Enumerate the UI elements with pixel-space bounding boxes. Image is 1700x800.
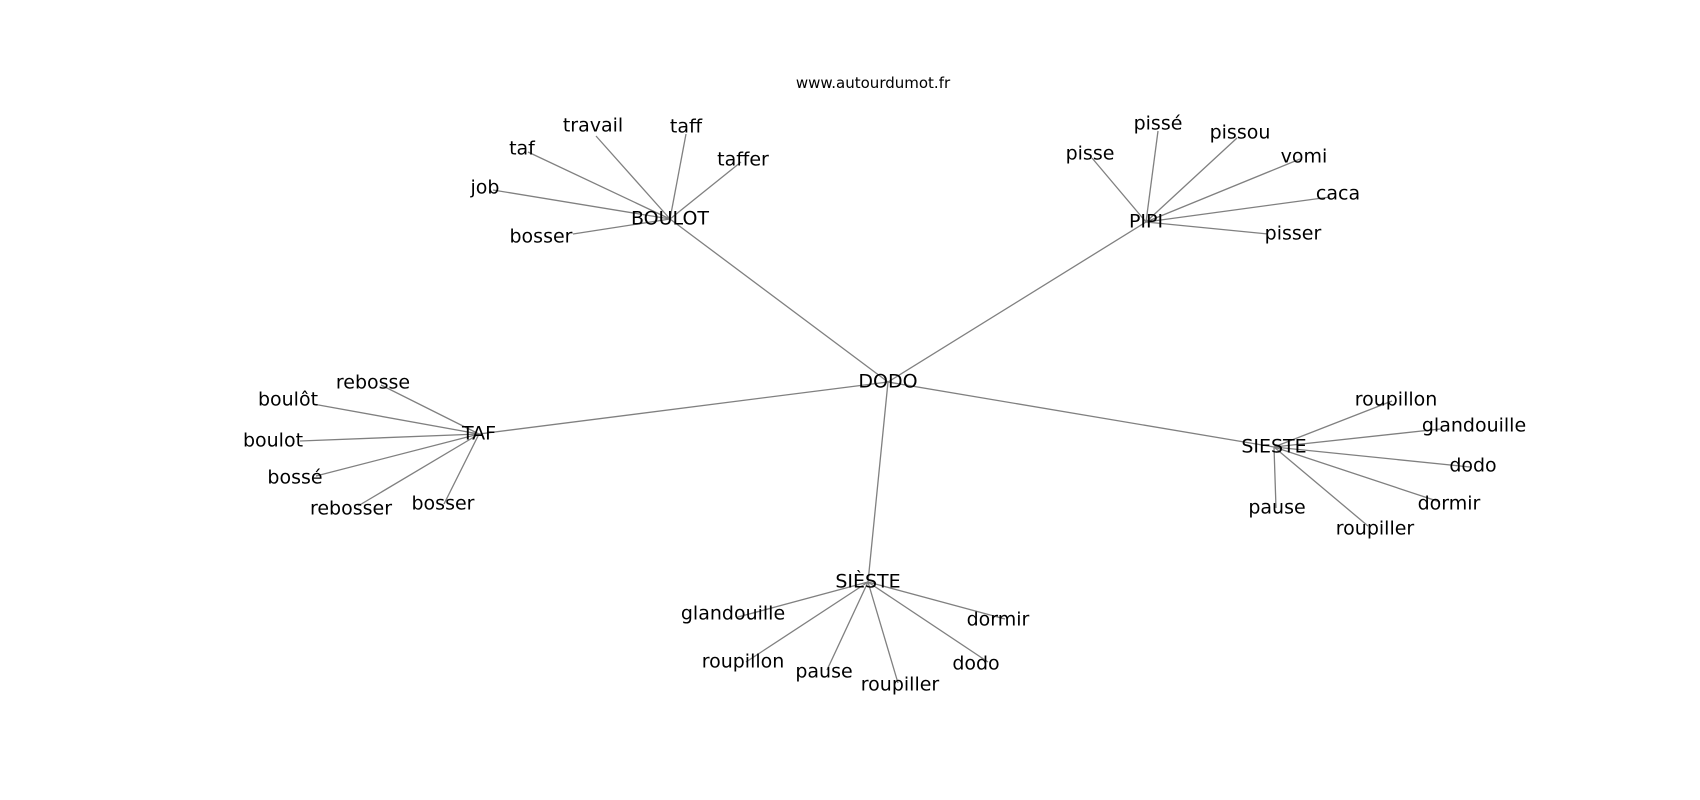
leaf-node-label: glandouille: [681, 603, 785, 625]
root-edge: [887, 221, 1147, 383]
leaf-node-label: job: [470, 177, 500, 199]
leaf-edge: [1091, 157, 1147, 223]
leaf-node-label: roupillon: [1355, 389, 1438, 411]
leaf-node-label: bossé: [267, 467, 322, 489]
leaf-node-label: rebosser: [310, 498, 392, 520]
leaf-edge: [1273, 428, 1441, 448]
leaf-node-label: roupiller: [861, 674, 940, 696]
leaf-node-label: pissé: [1134, 113, 1183, 135]
leaf-node-label: roupiller: [1336, 518, 1415, 540]
leaf-edge: [1273, 400, 1393, 448]
leaf-node-label: boulot: [243, 430, 303, 452]
leaf-node-label: glandouille: [1422, 415, 1526, 437]
leaf-node-label: pissou: [1210, 122, 1271, 144]
leaf-edge: [745, 581, 869, 663]
leaf-node-label: pisser: [1265, 223, 1322, 245]
root-edge: [669, 218, 889, 383]
leaf-edge: [595, 135, 671, 220]
graph-labels: www.autourdumot.fr DODO BOULOT travail taff…: [243, 74, 1526, 696]
leaf-node-label: travail: [563, 115, 623, 137]
leaf-node-label: pisse: [1066, 143, 1115, 165]
hub-node-label: PIPI: [1129, 211, 1163, 233]
hub-node-label: TAF: [461, 423, 496, 445]
leaf-node-label: vomi: [1281, 146, 1328, 168]
leaf-edge: [492, 189, 671, 220]
hub-node-label: BOULOT: [631, 208, 709, 230]
leaf-node-label: taff: [670, 116, 703, 138]
leaf-node-label: taffer: [717, 149, 769, 171]
leaf-edge: [737, 581, 869, 618]
leaf-node-label: taf: [509, 138, 536, 160]
leaf-edge: [527, 151, 671, 220]
root-edge: [887, 381, 1275, 448]
leaf-node-label: dormir: [967, 609, 1030, 631]
leaf-node-label: dormir: [1418, 493, 1481, 515]
root-edge: [867, 381, 889, 583]
leaf-edge: [1273, 446, 1369, 527]
leaf-edge: [299, 433, 480, 442]
leaf-edge: [312, 403, 480, 435]
leaf-node-label: dodo: [1449, 455, 1496, 477]
leaf-node-label: rebosse: [336, 372, 410, 394]
leaf-edge: [826, 581, 869, 671]
leaf-node-label: bosser: [510, 226, 573, 248]
graph-edges: [299, 130, 1471, 684]
root-node-label: DODO: [858, 371, 917, 393]
leaf-edge: [1145, 130, 1159, 223]
leaf-node-label: pause: [795, 661, 852, 683]
leaf-node-label: dodo: [952, 653, 999, 675]
leaf-node-label: roupillon: [702, 651, 785, 673]
leaf-edge: [867, 581, 899, 684]
site-url-label: www.autourdumot.fr: [796, 74, 951, 92]
leaf-edge: [867, 581, 989, 663]
leaf-edge: [315, 433, 480, 477]
root-edge: [478, 381, 889, 435]
leaf-edge: [1145, 221, 1269, 235]
leaf-edge: [380, 384, 480, 435]
leaf-edge: [572, 218, 671, 235]
leaf-edge: [1273, 446, 1471, 468]
hub-node-label: SIÈSTE: [835, 570, 900, 593]
leaf-edge: [443, 433, 480, 505]
leaf-edge: [669, 133, 687, 220]
leaf-node-label: pause: [1248, 497, 1305, 519]
leaf-node-label: boulôt: [258, 389, 318, 411]
leaf-edge: [1145, 137, 1238, 223]
leaf-edge: [867, 581, 1006, 620]
leaf-edge: [357, 433, 480, 507]
leaf-edge: [1145, 196, 1331, 223]
leaf-edge: [1273, 446, 1441, 503]
leaf-edge: [1273, 446, 1277, 509]
hub-node-label: SIESTE: [1241, 436, 1306, 458]
leaf-edge: [669, 161, 742, 220]
leaf-node-label: bosser: [412, 493, 475, 515]
leaf-edge: [1145, 158, 1301, 223]
leaf-node-label: caca: [1316, 183, 1360, 205]
